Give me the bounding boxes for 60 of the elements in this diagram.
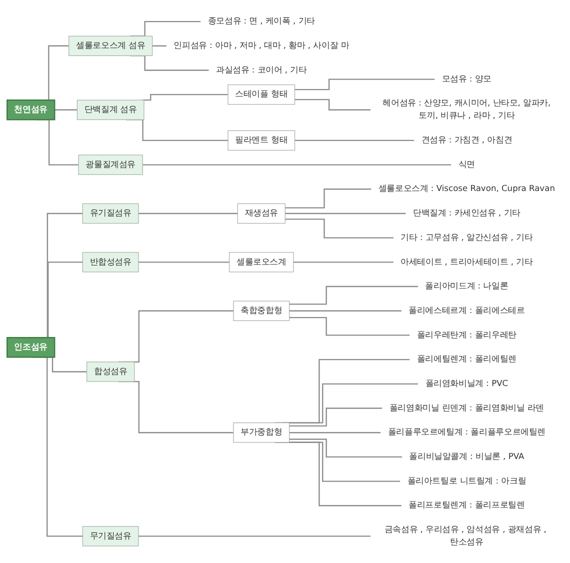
node-box: 셀룰로오스계 섬유: [68, 35, 153, 56]
connector: [293, 261, 394, 262]
node-box: 무기질섬유: [82, 526, 139, 546]
connector: [285, 212, 406, 214]
node-text: 폴리아미드계 : 나일론: [425, 280, 508, 290]
node-box: 재생섬유: [237, 202, 286, 224]
node-text: 인피섬유 : 아마 , 저마 , 대마 , 황마 , 사이잘 마: [174, 40, 350, 50]
node-text: 견섬유 : 가침견 , 아침견: [421, 134, 512, 144]
node-text: 폴리에스테르계 : 폴리에스테르: [408, 305, 525, 315]
connector: [130, 54, 209, 70]
node-box: 합성섬유: [86, 361, 135, 382]
node-text: 셀룰로오스계 : Viscose Ravon, Cupra Ravan: [378, 184, 555, 194]
connector: [142, 94, 228, 100]
node-text: 폴리염화미닐 린덴계 : 폴리염화비닐 라덴: [389, 402, 544, 412]
connector: [294, 78, 435, 90]
node-text: 단백질계 : 카세인섬유 , 기타: [412, 208, 520, 218]
connector: [289, 438, 402, 458]
connector: [142, 164, 452, 165]
node-box: 축합중합형: [233, 300, 290, 320]
connector: [289, 285, 418, 304]
connector: [285, 188, 372, 208]
node-text: 헤어섬유 : 산양모, 캐시미어, 난타모, 알파카,토끼, 비큐나 , 라마 , 기타: [382, 98, 551, 120]
node-text: 아세테이트 , 트리아세테이트 , 기타: [400, 256, 533, 266]
node-text: 폴리프로틸렌계 : 폴리프로틸렌: [408, 500, 525, 510]
node-box: 유기질섬유: [82, 202, 139, 224]
connector: [289, 310, 402, 311]
node-text: 종모섬유 : 면 , 케이폭 , 기타: [208, 16, 315, 26]
node-box: 필라멘트 형태: [228, 130, 296, 150]
connector: [138, 261, 230, 262]
node-box: 천연섬유: [6, 98, 56, 120]
node-text: 폴리플루오르에틸계 : 폴리플루오르에틸렌: [388, 427, 546, 437]
node-text: 기타 : 고무섬유 , 알간신섬유 , 기타: [400, 232, 533, 242]
node-text: 금속섬유 , 우리섬유 , 암석섬유 , 광재섬유 , 탄소섬유: [384, 524, 546, 546]
node-text: 모섬유 : 양모: [442, 74, 492, 84]
connector: [294, 98, 370, 110]
node-text: 폴리에틸렌계 : 폴리에틸렌: [416, 354, 516, 364]
connector: [138, 535, 370, 536]
node-text: 폴리우레탄계 : 폴리우레탄: [416, 330, 516, 340]
node-box: 인조섬유: [6, 336, 56, 358]
connector: [54, 108, 78, 110]
connector: [289, 407, 382, 426]
node-text: 폴리아트틸로 니트릴계 : 아크릴: [407, 476, 526, 486]
node-box: 반합성섬유: [82, 252, 139, 272]
connector: [275, 441, 402, 506]
node-box: 단백질계 섬유: [76, 99, 144, 120]
node-text: 식면: [458, 159, 475, 169]
connector: [289, 316, 410, 336]
connector: [138, 212, 238, 214]
node-text: 과실섬유 : 코이어 , 기타: [216, 64, 307, 74]
node-box: 스테이플 형태: [228, 84, 296, 104]
node-box: 광물질계섬유: [78, 154, 143, 174]
node-text: 폴리비닐알콜계 : 비닐론 , PVA: [409, 451, 524, 461]
node-box: 부가중합형: [233, 422, 290, 442]
node-text: 폴리염화비닐계 : PVC: [425, 378, 508, 388]
connector: [152, 44, 167, 46]
connector: [285, 218, 394, 238]
node-box: 셀룰로오스계: [229, 252, 294, 272]
connector: [126, 118, 228, 141]
connector: [289, 432, 381, 433]
connector: [294, 139, 414, 141]
